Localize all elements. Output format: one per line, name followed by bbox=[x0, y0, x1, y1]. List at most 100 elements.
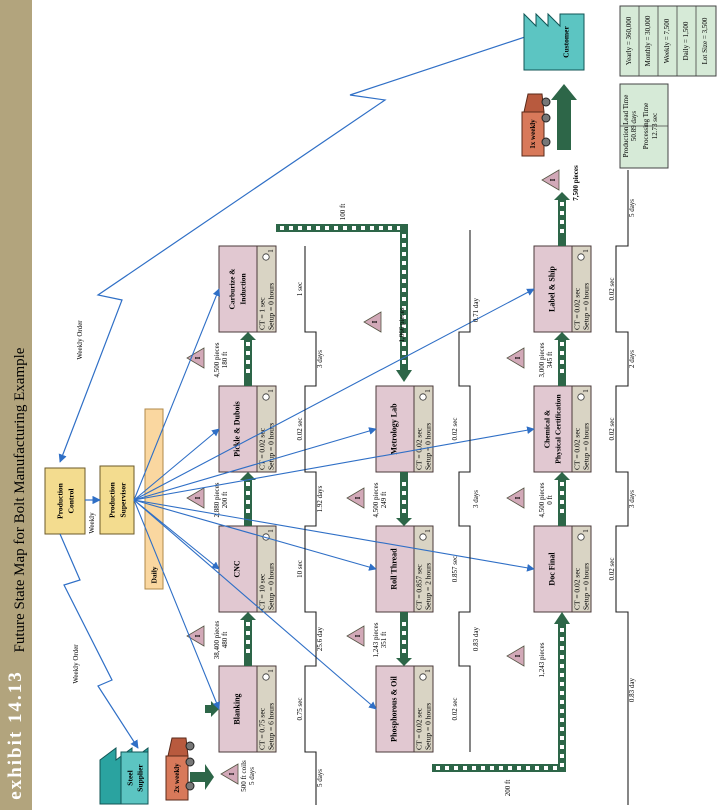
conveyor-bottom: 200 ft bbox=[432, 612, 570, 796]
cycle-time: CT = 1 sec bbox=[258, 297, 267, 330]
daily-schedule-box: Daily bbox=[144, 408, 164, 590]
demand-yearly: Yearly = 360,000 bbox=[625, 16, 633, 65]
demand-daily: Daily = 1,500 bbox=[682, 21, 690, 60]
demand-lot: Lot Size = 3,500 bbox=[701, 17, 709, 64]
operator-count: 1 bbox=[424, 389, 432, 393]
setup-time: Setup = 0 hours bbox=[267, 423, 276, 470]
delivery-truck: 1x weekly bbox=[521, 93, 551, 157]
conveyor-distance: 100 ft bbox=[339, 204, 347, 221]
inventory-icon-letter: I bbox=[194, 356, 202, 359]
process-name: Doc Final bbox=[548, 552, 557, 586]
push-arrow bbox=[240, 612, 256, 666]
operator-count: 1 bbox=[267, 249, 275, 253]
customer-order-flow bbox=[58, 31, 541, 463]
inventory-pieces: 2,880 pieces bbox=[213, 482, 221, 517]
inventory-icon-letter: I bbox=[354, 496, 362, 499]
operator-count: 1 bbox=[582, 529, 590, 533]
schedule-arrow bbox=[133, 426, 535, 501]
operator-count: 1 bbox=[424, 669, 432, 673]
timeline-secs: 1 sec bbox=[296, 282, 304, 296]
demand-weekly: Weekly = 7,500 bbox=[663, 18, 671, 63]
timeline-days: 0.83 day bbox=[472, 626, 480, 651]
page-title: Future State Map for Bolt Manufacturing … bbox=[12, 347, 28, 652]
lead-time-label: Production Lead Time bbox=[622, 95, 630, 158]
timeline-secs: 0.02 sec bbox=[608, 558, 616, 581]
weekly-order-label: Weekly Order bbox=[72, 644, 80, 684]
operator-icon bbox=[419, 673, 427, 681]
inventory-triangle: I bbox=[506, 645, 525, 667]
push-arrow bbox=[396, 612, 412, 666]
weekly-label: Weekly bbox=[88, 512, 96, 534]
cycle-time: CT = 0.02 sec bbox=[573, 287, 582, 330]
production-control-label: Control bbox=[67, 489, 76, 514]
finished-goods-inventory: 7,500 pieces bbox=[572, 165, 580, 201]
setup-time: Setup = 0 hours bbox=[424, 423, 433, 470]
raw-material-inventory: 500 ft coils bbox=[240, 760, 248, 792]
truck-frequency: 2x weekly bbox=[173, 763, 181, 793]
schedule-arrow bbox=[133, 499, 220, 710]
schedule-arrow bbox=[133, 288, 535, 501]
shipment-arrow bbox=[551, 84, 577, 150]
inventory-length: 200 ft bbox=[221, 492, 229, 509]
operator-count: 1 bbox=[582, 249, 590, 253]
processing-time-value: 12.73 sec bbox=[651, 113, 659, 139]
operator-icon bbox=[262, 673, 270, 681]
cycle-time: CT = 0.75 sec bbox=[258, 707, 267, 750]
inventory-triangle: I bbox=[363, 311, 382, 333]
inventory-triangle: I bbox=[541, 169, 560, 191]
process-name: Label & Ship bbox=[548, 266, 557, 312]
inventory-icon-letter: I bbox=[228, 772, 236, 775]
inventory-triangle: I bbox=[346, 625, 365, 647]
timeline-secs: 0.02 sec bbox=[451, 418, 459, 441]
process-name: CNC bbox=[233, 560, 242, 578]
production-supervisor-label: Supervisor bbox=[119, 482, 128, 518]
schedule-arrow bbox=[133, 499, 535, 572]
timeline-secs: 0.75 sec bbox=[296, 698, 304, 721]
process-name: Pickle & Dubois bbox=[233, 401, 242, 457]
process-name: Roll Thread bbox=[390, 548, 399, 590]
operator-icon bbox=[419, 533, 427, 541]
setup-time: Setup = 0 hours bbox=[582, 423, 591, 470]
cycle-time: CT = 0.02 sec bbox=[258, 427, 267, 470]
customer-icon: Customer bbox=[523, 12, 585, 71]
conveyor-top: 100 ft bbox=[276, 204, 412, 382]
timeline-secs: 0.02 sec bbox=[451, 698, 459, 721]
cycle-time: CT = 0.02 sec bbox=[415, 427, 424, 470]
inventory-triangle: I bbox=[506, 347, 525, 369]
timeline-days: 1.92 days bbox=[316, 485, 324, 512]
inventory-length: 0 ft bbox=[546, 495, 554, 505]
process-name: Blanking bbox=[233, 693, 242, 724]
operator-count: 1 bbox=[424, 529, 432, 533]
schedule-arrow bbox=[133, 499, 377, 571]
supplier-order-flow bbox=[59, 533, 139, 749]
push-arrow bbox=[554, 192, 570, 246]
timeline-days: 0.71 day bbox=[472, 297, 480, 322]
inventory-icon-letter: I bbox=[194, 634, 202, 637]
timeline-days: 3 days bbox=[472, 490, 480, 508]
inventory-pieces: 4,500 pieces bbox=[538, 482, 546, 517]
operator-icon bbox=[262, 393, 270, 401]
delivery-truck: 2x weekly bbox=[165, 737, 195, 801]
inventory-icon-letter: I bbox=[514, 654, 522, 657]
customer-label: Customer bbox=[562, 26, 571, 58]
inventory-triangle: I bbox=[186, 625, 205, 647]
inventory-triangle: I bbox=[186, 487, 205, 509]
timeline-days: 3 days bbox=[316, 350, 324, 368]
operator-icon bbox=[577, 533, 585, 541]
operator-count: 1 bbox=[582, 389, 590, 393]
